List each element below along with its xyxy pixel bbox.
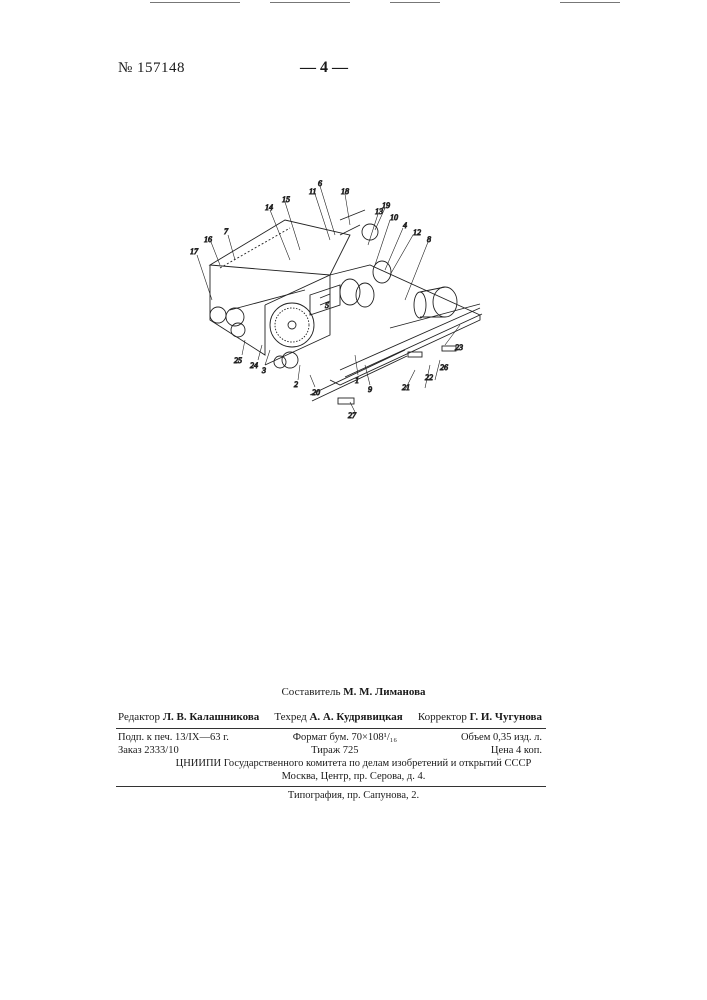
callout-label: 12 [413, 228, 421, 237]
callout-label: 4 [403, 221, 407, 230]
callout-label: 13 [375, 207, 383, 216]
circulation: Тираж 725 [311, 745, 358, 756]
callout-label: 17 [190, 247, 199, 256]
paper-format: Формат бум. 70×108¹/₁₆ [293, 732, 397, 743]
callout-label: 1 [355, 376, 359, 385]
print-info-row: Подп. к печ. 13/IX—63 г. Формат бум. 70×… [118, 732, 542, 743]
callout-label: 22 [425, 373, 433, 382]
staff-line: Редактор Л. В. Калашникова Техред А. А. … [118, 711, 542, 723]
callout-label: 3 [261, 366, 266, 375]
callout-label: 19 [382, 201, 390, 210]
patent-number: № 157148 [118, 60, 185, 77]
scan-mark [560, 2, 620, 3]
callout-label: 10 [390, 213, 398, 222]
scan-mark [390, 2, 440, 3]
callout-label: 25 [234, 356, 242, 365]
techred-prefix: Техред [274, 711, 306, 723]
callout-label: 11 [309, 187, 316, 196]
callout-label: 2 [294, 380, 298, 389]
callout-label: 26 [440, 363, 448, 372]
page-number: — 4 — [300, 59, 348, 77]
callout-label: 23 [455, 343, 463, 352]
callout-label: 5 [325, 301, 329, 310]
machine-drawing: 17 16 7 15 14 11 6 18 19 13 10 4 12 8 5 … [190, 180, 500, 420]
techred-name: А. А. Кудрявицкая [309, 711, 402, 723]
compiler-prefix: Составитель [281, 686, 340, 698]
order-number: Заказ 2333/10 [118, 745, 179, 756]
corrector-prefix: Корректор [418, 711, 467, 723]
compiler-name: М. М. Лиманова [343, 686, 425, 698]
corrector: Корректор Г. И. Чугунова [418, 711, 542, 723]
price: Цена 4 коп. [491, 745, 542, 756]
callout-label: 7 [224, 227, 229, 236]
editor: Редактор Л. В. Калашникова [118, 711, 259, 723]
address: Москва, Центр, пр. Серова, д. 4. [0, 771, 707, 782]
callout-label: 6 [318, 180, 322, 188]
callout-label: 16 [204, 235, 212, 244]
scan-mark [270, 2, 350, 3]
signed-date: Подп. к печ. 13/IX—63 г. [118, 732, 229, 743]
divider [116, 728, 546, 729]
callout-label: 24 [250, 361, 258, 370]
divider [116, 786, 546, 787]
volume: Объем 0,35 изд. л. [461, 732, 542, 743]
compiler-line: Составитель М. М. Лиманова [0, 686, 707, 698]
callout-label: 27 [348, 411, 357, 420]
printing-house: Типография, пр. Сапунова, 2. [0, 790, 707, 801]
corrector-name: Г. И. Чугунова [470, 711, 542, 723]
callout-label: 20 [312, 388, 320, 397]
techred: Техред А. А. Кудрявицкая [274, 711, 402, 723]
scan-mark [150, 2, 240, 3]
callout-label: 15 [282, 195, 290, 204]
callout-label: 14 [265, 203, 273, 212]
callout-label: 8 [427, 235, 431, 244]
editor-prefix: Редактор [118, 711, 160, 723]
callout-label: 18 [341, 187, 349, 196]
callout-label: 9 [368, 385, 372, 394]
editor-name: Л. В. Калашникова [163, 711, 259, 723]
institute: ЦНИИПИ Государственного комитета по дела… [0, 758, 707, 769]
order-info-row: Заказ 2333/10 Тираж 725 Цена 4 коп. [118, 745, 542, 756]
callout-label: 21 [402, 383, 410, 392]
